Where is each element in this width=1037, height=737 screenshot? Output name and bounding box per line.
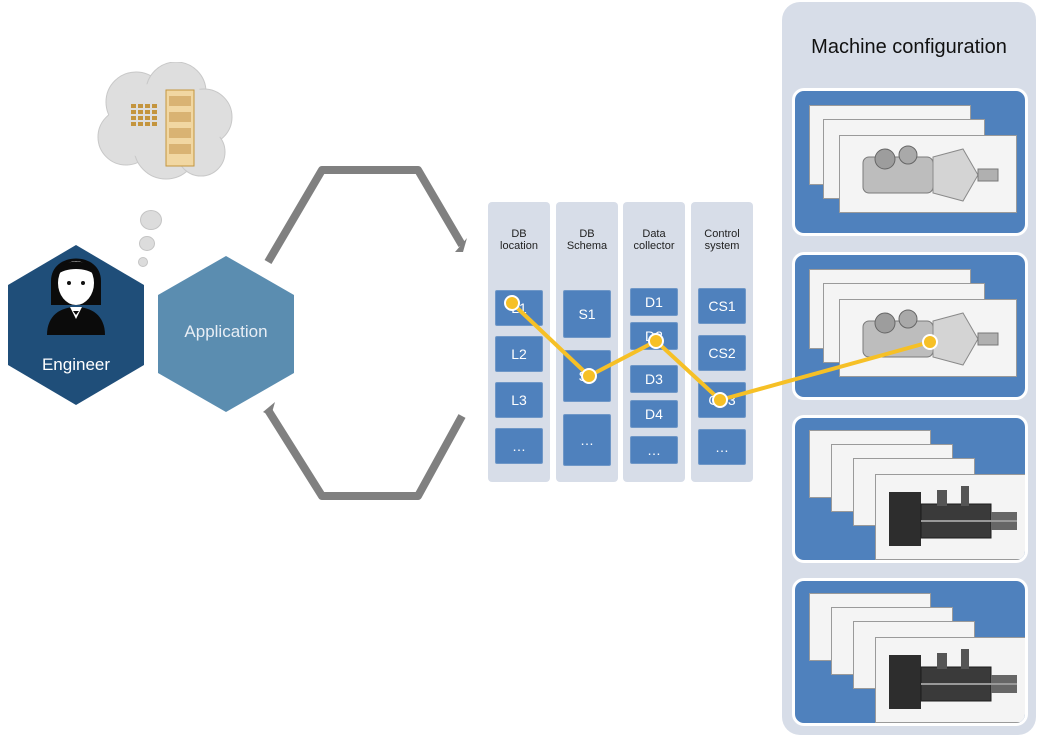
machine-config-4[interactable] <box>792 578 1028 726</box>
person-icon <box>47 258 105 335</box>
cell-d1[interactable]: D1 <box>630 288 678 316</box>
machine-config-3[interactable] <box>792 415 1028 563</box>
cell-more[interactable]: … <box>630 436 678 464</box>
application-node: Application <box>158 256 294 412</box>
cell-d3[interactable]: D3 <box>630 365 678 393</box>
path-node-l1 <box>504 295 520 311</box>
column-control-system: Control system CS1 CS2 CS3 … <box>691 202 753 482</box>
thought-bubble-large <box>140 210 162 230</box>
path-line <box>510 301 931 402</box>
path-node-cs3 <box>712 392 728 408</box>
engineer-actor: Engineer <box>8 245 144 405</box>
compressor-train-icon <box>889 486 1017 546</box>
panel-title: Machine configuration <box>811 36 1007 58</box>
thought-bubble-small <box>138 257 148 267</box>
cell-more[interactable]: … <box>563 414 611 466</box>
column-data-collector: Data collector D1 D2 D3 D4 … <box>623 202 685 482</box>
machine-config-1[interactable] <box>792 88 1028 236</box>
cell-s1[interactable]: S1 <box>563 290 611 338</box>
path-node-s2 <box>581 368 597 384</box>
path-node-machine <box>922 334 938 350</box>
thought-bubble-medium <box>139 236 155 251</box>
column-db-location: DB location L1 L2 L3 … <box>488 202 550 482</box>
cell-more[interactable]: … <box>698 429 746 465</box>
column-db-schema: DB Schema S1 S2 … <box>556 202 618 482</box>
column-header: Control system <box>704 228 740 252</box>
cell-d4[interactable]: D4 <box>630 400 678 428</box>
application-label: Application <box>184 322 268 341</box>
cell-cs1[interactable]: CS1 <box>698 288 746 324</box>
cell-l3[interactable]: L3 <box>495 382 543 418</box>
column-header: DB Schema <box>566 228 608 252</box>
cell-more[interactable]: … <box>495 428 543 464</box>
cell-l2[interactable]: L2 <box>495 336 543 372</box>
path-node-d2 <box>648 333 664 349</box>
gas-turbine-icon <box>862 145 999 202</box>
column-header: DB location <box>500 228 538 252</box>
compressor-train-icon <box>889 649 1017 709</box>
thought-cloud <box>96 61 234 210</box>
cell-cs2[interactable]: CS2 <box>698 335 746 371</box>
machine-config-2[interactable] <box>792 252 1028 400</box>
column-header: Data collector <box>633 228 675 252</box>
engineer-label: Engineer <box>41 355 111 374</box>
machine-configuration-panel: Machine configuration <box>782 2 1036 735</box>
